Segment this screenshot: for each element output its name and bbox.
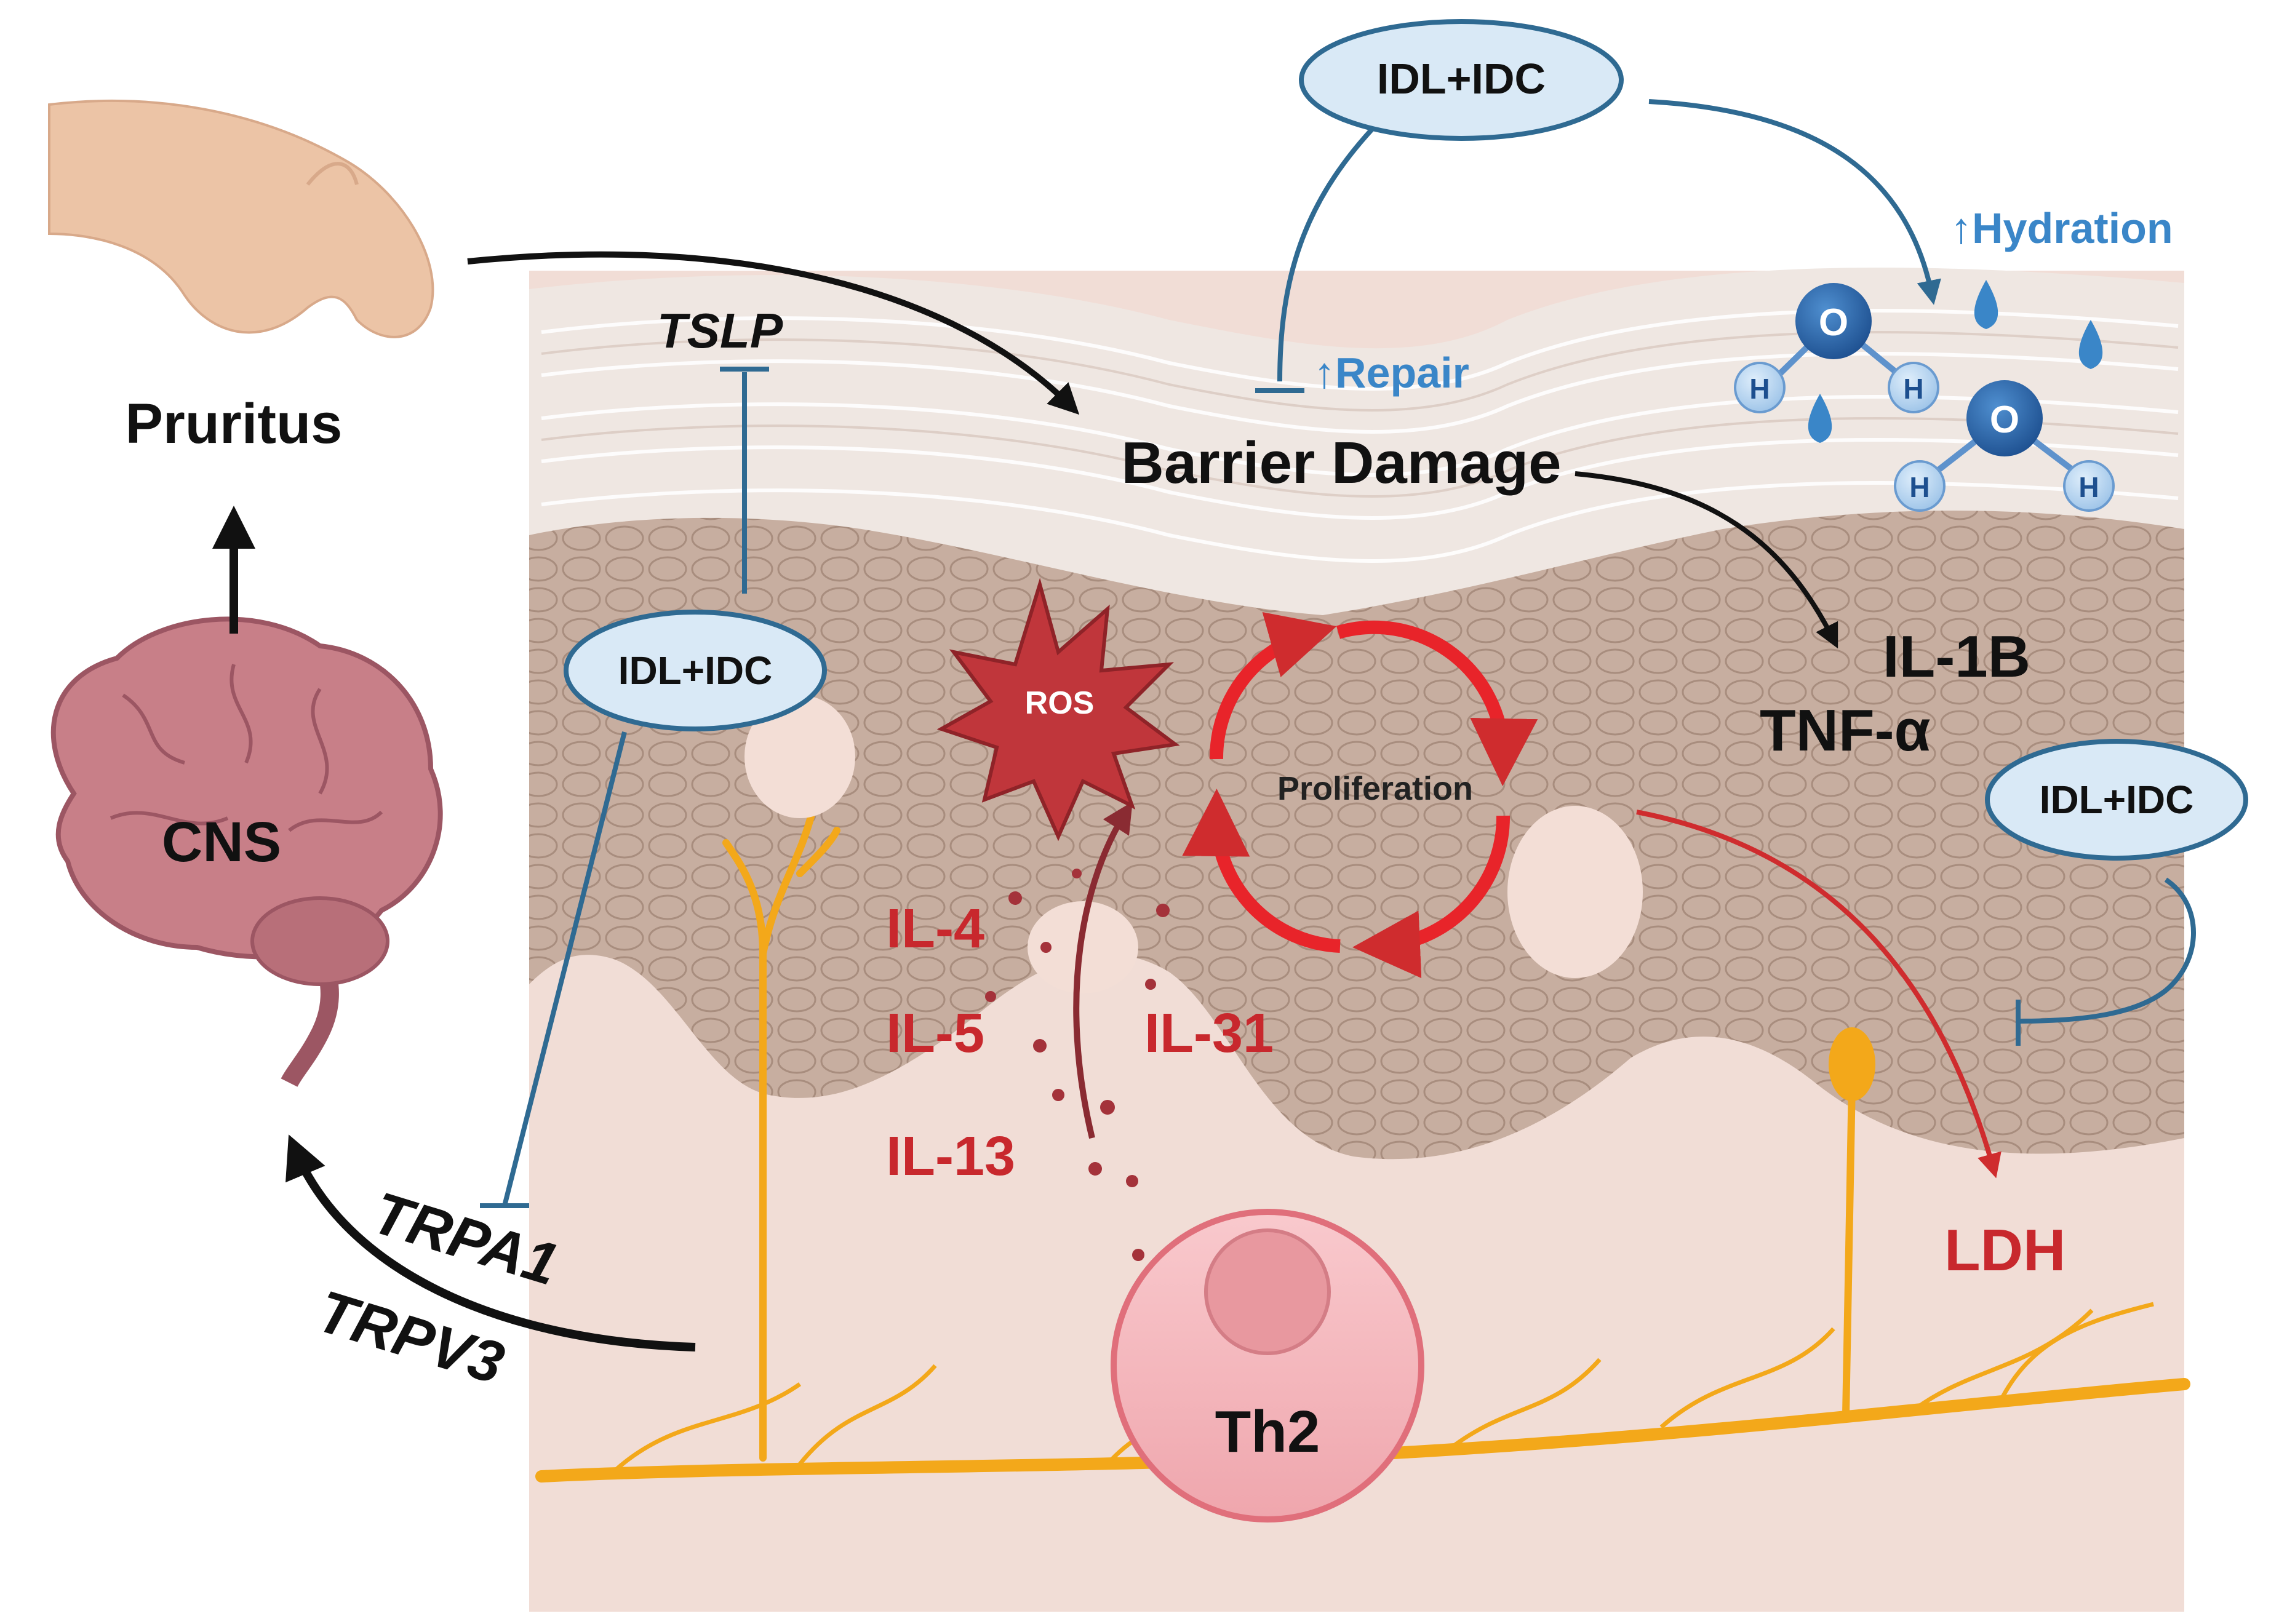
th2-to-ros-arrow bbox=[1073, 802, 1133, 1139]
barrier-damage-label: Barrier Damage bbox=[1121, 430, 1561, 496]
inhibition-tslp bbox=[720, 367, 769, 594]
il1b-label: IL-1B bbox=[1883, 624, 2030, 690]
left-nerve-fiber bbox=[722, 808, 840, 1462]
proliferation-cycle bbox=[1182, 612, 1538, 979]
treatment-right: IDL+IDC bbox=[1985, 739, 2248, 861]
right-nerve-fiber bbox=[1829, 1027, 1875, 1415]
hydrogen-atom-2: H bbox=[1903, 373, 1923, 405]
th2-label: Th2 bbox=[1215, 1399, 1320, 1465]
inhibition-trp bbox=[480, 731, 627, 1208]
inhibition-right bbox=[2016, 877, 2196, 1046]
oxygen-atom-1: O bbox=[1819, 301, 1848, 344]
trp-to-cns-arrow bbox=[285, 1134, 696, 1351]
pruritus-to-barrier-arrow bbox=[467, 251, 1080, 415]
hydrogen-atom-3: H bbox=[1909, 471, 1930, 503]
th2-cell bbox=[1111, 1209, 1424, 1522]
il4-label: IL-4 bbox=[886, 898, 984, 960]
il31-label: IL-31 bbox=[1144, 1003, 1274, 1064]
melanocyte-right bbox=[1507, 806, 1643, 978]
hydrogen-atom-1: H bbox=[1749, 373, 1770, 405]
il13-label: IL-13 bbox=[886, 1126, 1015, 1187]
water-molecules bbox=[1734, 283, 2115, 512]
cns-label: CNS bbox=[162, 811, 281, 874]
proliferation-label: Proliferation bbox=[1277, 770, 1473, 807]
treatment-left: IDL+IDC bbox=[564, 610, 827, 731]
oxygen-atom-2: O bbox=[1990, 399, 2019, 441]
hydrogen-atom-4: H bbox=[2078, 471, 2099, 503]
merkel-cell-left bbox=[744, 695, 855, 818]
ros-label: ROS bbox=[1025, 685, 1095, 721]
stratum-corneum bbox=[529, 268, 2184, 615]
tnf-label: TNF-α bbox=[1760, 698, 1931, 763]
pruritus-label: Pruritus bbox=[126, 392, 343, 455]
hydration-label: ↑Hydration bbox=[1950, 204, 2173, 252]
molecule-letters: O O H H H H bbox=[1749, 301, 2099, 503]
inhibition-top bbox=[1255, 127, 1374, 393]
treatment-top: IDL+IDC bbox=[1299, 19, 1624, 141]
idl-to-hydration-arrow bbox=[1648, 99, 1941, 305]
trpv3-label: TRPV3 bbox=[310, 1278, 511, 1397]
treatment-right-label: IDL+IDC bbox=[2040, 778, 2194, 822]
brain-icon bbox=[50, 616, 443, 1088]
treatment-top-label: IDL+IDC bbox=[1377, 55, 1546, 103]
barrier-to-il1b-arrow bbox=[1575, 471, 1838, 649]
water-droplets bbox=[1808, 280, 2103, 443]
cytokine-particles bbox=[985, 869, 1170, 1261]
dermal-nerve-baseline bbox=[535, 1378, 2190, 1483]
ros-starburst bbox=[936, 578, 1180, 842]
ldh-label: LDH bbox=[1944, 1217, 2065, 1283]
treatment-left-label: IDL+IDC bbox=[618, 648, 773, 693]
tslp-label: TSLP bbox=[657, 303, 783, 358]
cell-to-ldh-arrow bbox=[1636, 810, 2002, 1179]
il5-label: IL-5 bbox=[886, 1003, 984, 1064]
repair-label: ↑Repair bbox=[1314, 349, 1469, 397]
epidermis bbox=[529, 484, 2184, 1160]
scratching-hand-icon bbox=[48, 100, 434, 338]
